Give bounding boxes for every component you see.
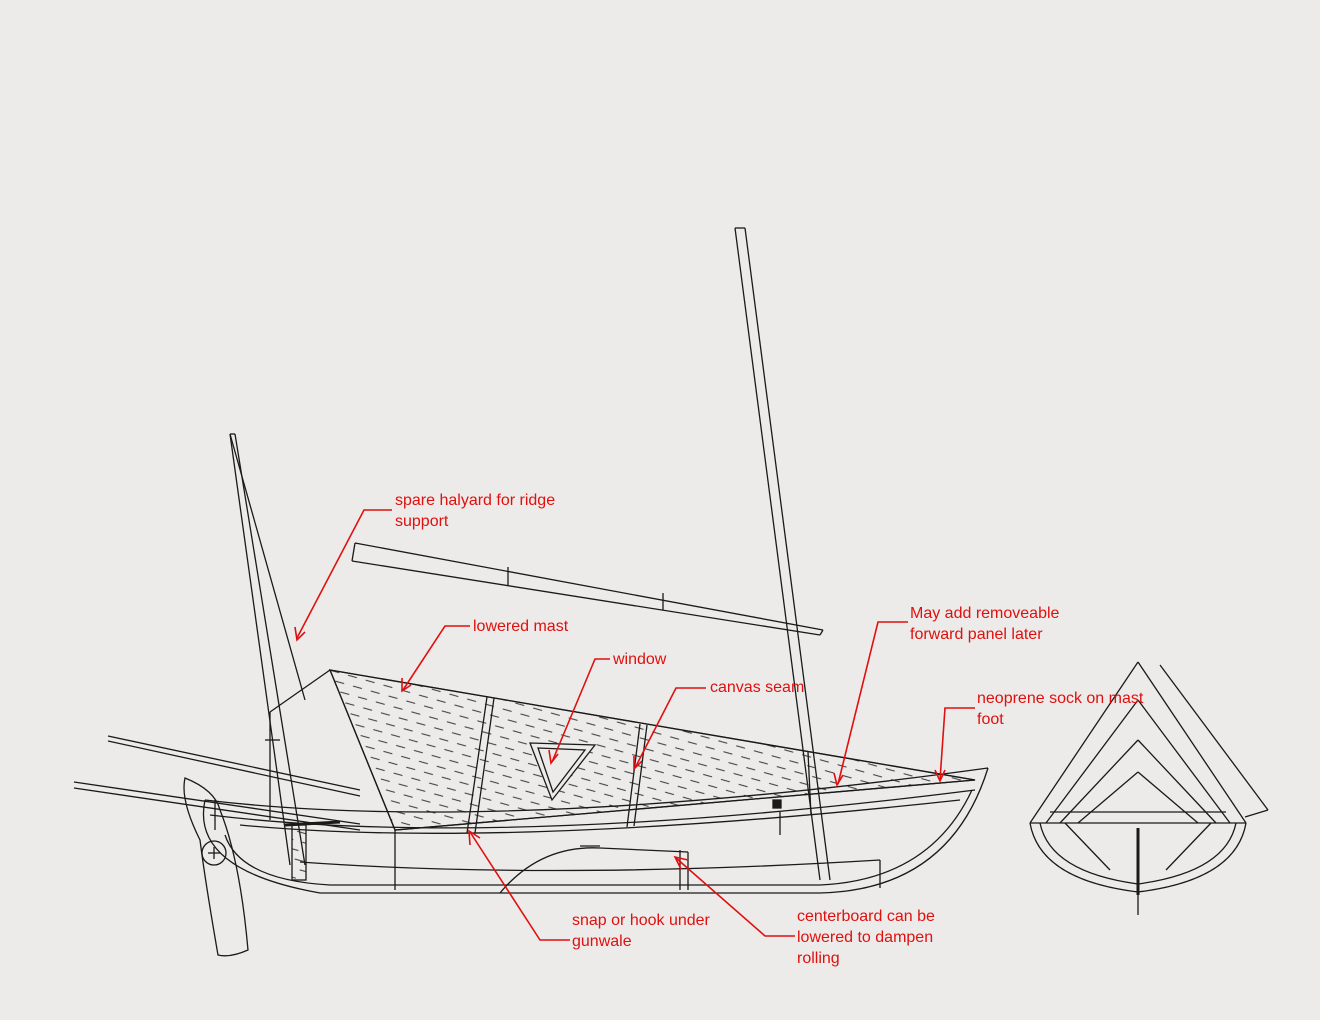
centerboard — [499, 799, 782, 894]
annotation-window: window — [613, 651, 667, 668]
ridge-spar — [351, 542, 824, 636]
body-plan — [1029, 661, 1269, 915]
rudder — [183, 777, 249, 957]
tent-canvas — [265, 669, 976, 834]
mast-step — [284, 820, 341, 881]
annotation-leaders — [294, 509, 975, 941]
annotation-canvas-seam: canvas seam — [710, 679, 805, 696]
mizzen-mast — [229, 433, 306, 866]
hull — [202, 767, 989, 894]
annotation-lowered-mast: lowered mast — [473, 618, 569, 635]
